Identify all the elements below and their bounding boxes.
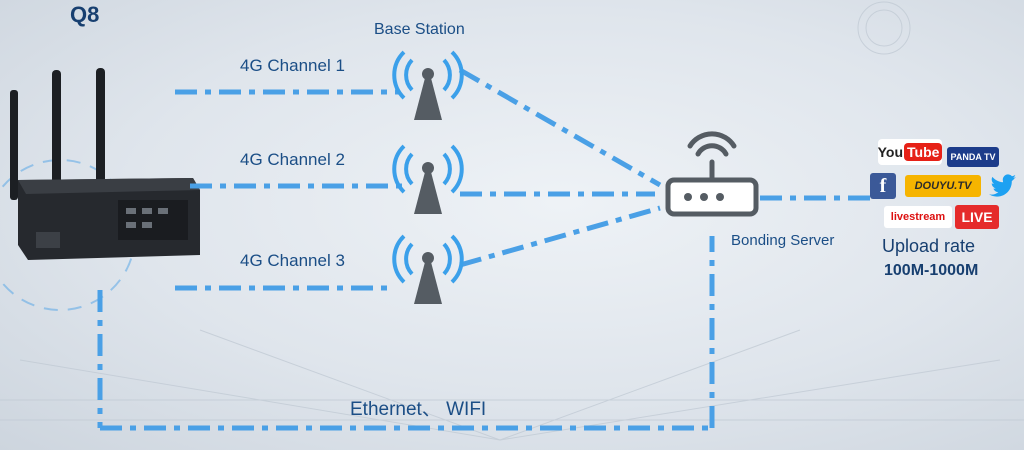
base-station-label: Base Station (374, 21, 465, 38)
tower-3-icon (392, 234, 464, 304)
bonding-server-label: Bonding Server (731, 232, 835, 249)
youtube-you-text: You (877, 144, 903, 160)
facebook-logo: f (870, 173, 896, 199)
livestream-logo: livestream (884, 206, 952, 228)
router-device-icon (10, 68, 200, 260)
tower-3-to-server-link (459, 205, 661, 268)
twitter-bird-icon (989, 174, 1016, 197)
youtube-tube-text: Tube (904, 143, 943, 161)
douyu-logo: DOUYU.TV (905, 175, 981, 197)
channel-2-label: 4G Channel 2 (240, 150, 345, 169)
pandatv-logo: PANDA TV (947, 147, 999, 167)
channel-3-label: 4G Channel 3 (240, 251, 345, 270)
bonding-server-icon (665, 131, 759, 217)
youtube-logo: You Tube (877, 139, 943, 165)
tower-1-icon (392, 50, 464, 120)
device-name: Q8 (70, 2, 100, 27)
tower-2-icon (392, 144, 464, 214)
live-badge: LIVE (955, 205, 999, 229)
channel-1-label: 4G Channel 1 (240, 56, 345, 75)
ethernet-wifi-label: Ethernet、 WIFI (350, 399, 487, 420)
upload-rate-value: 100M-1000M (884, 262, 979, 279)
upload-rate-title: Upload rate (882, 236, 976, 256)
tower-1-to-server-link (458, 67, 662, 188)
